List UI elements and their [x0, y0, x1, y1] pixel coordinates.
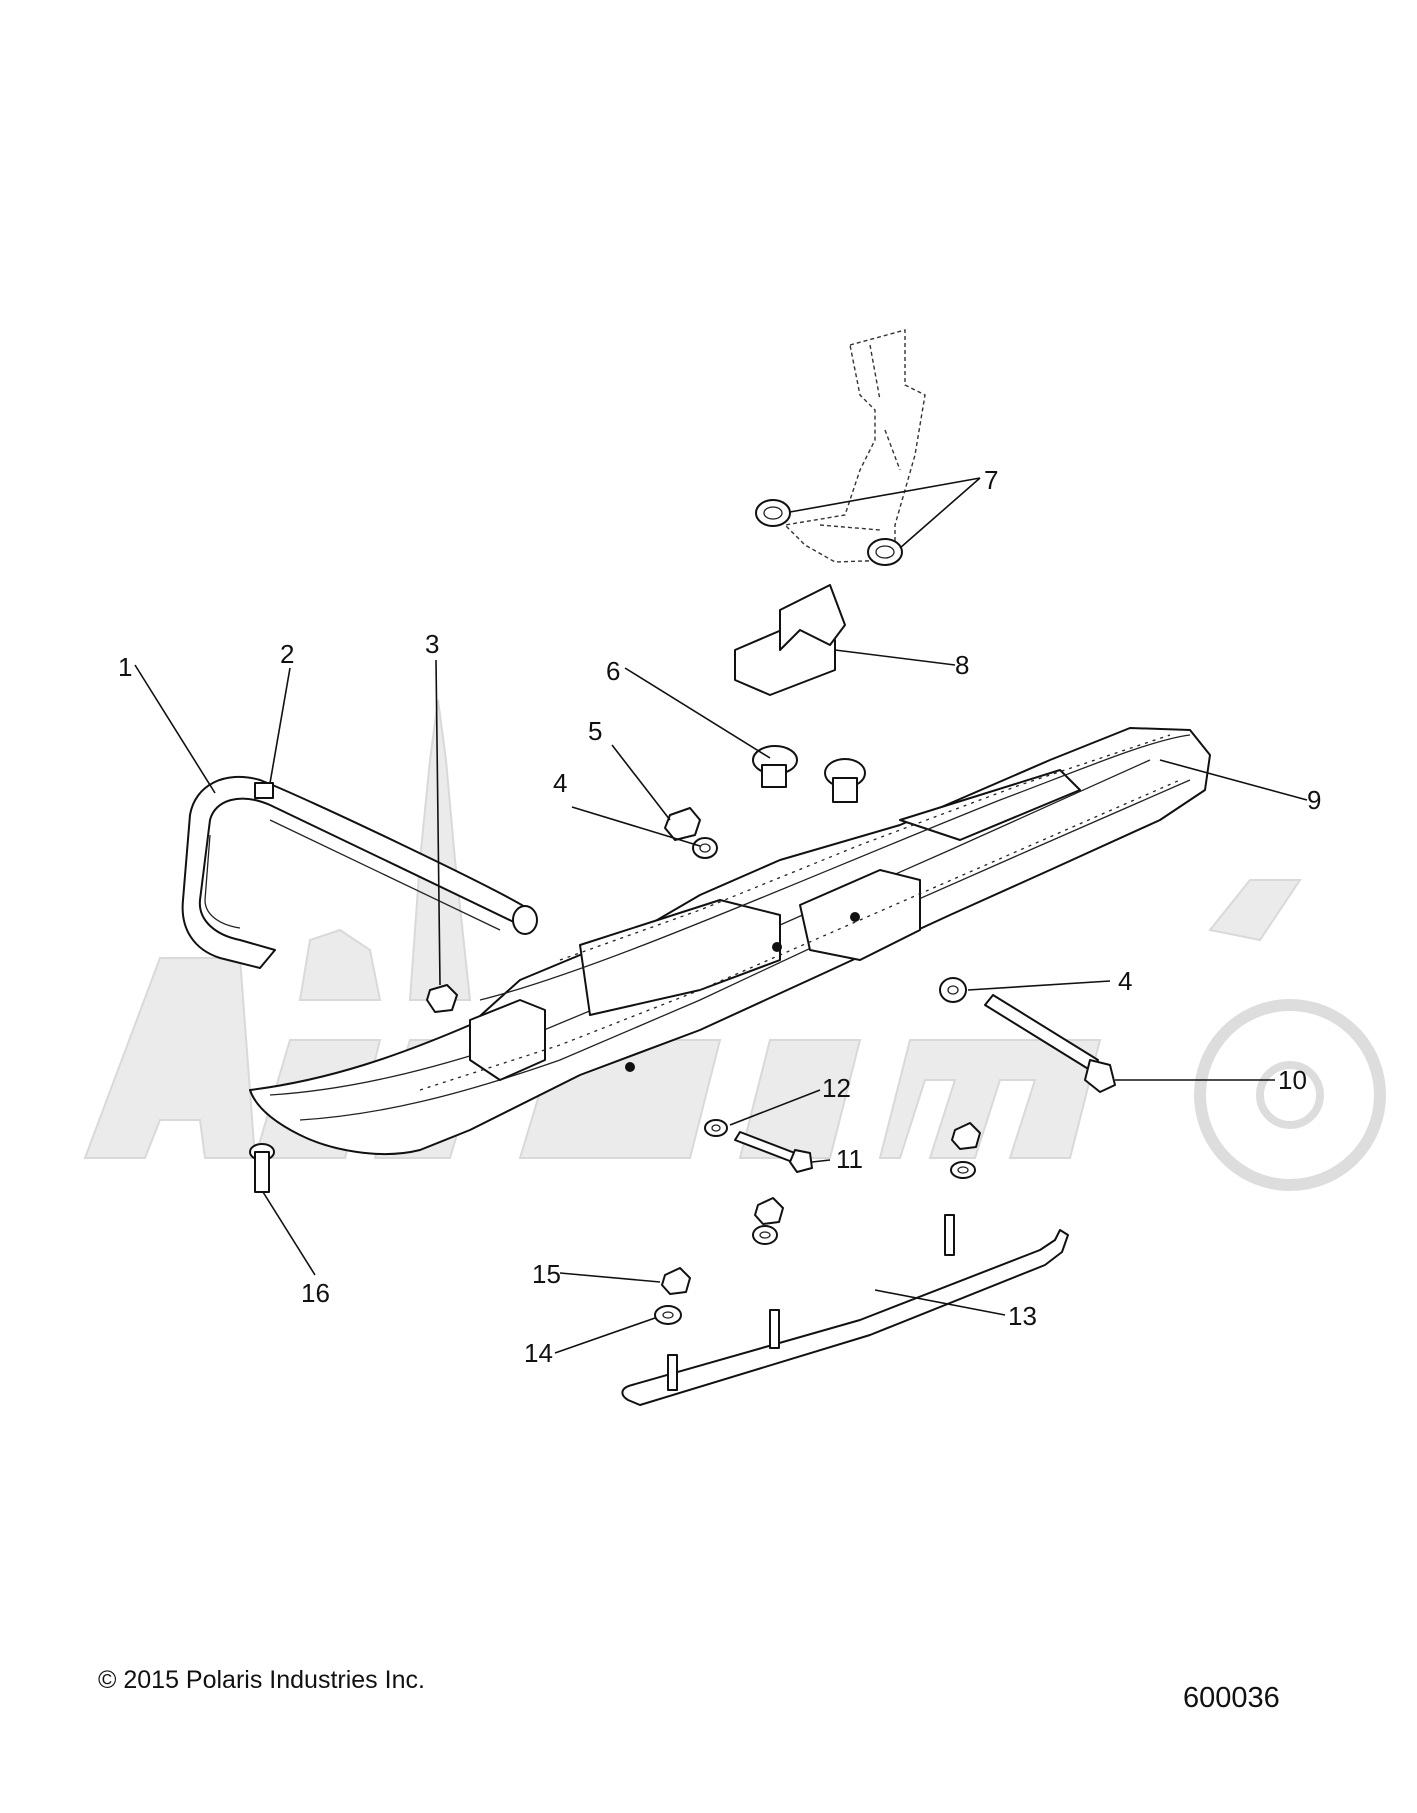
washer-12	[704, 1119, 728, 1137]
callout-14: 14	[524, 1338, 553, 1368]
callout-3: 3	[425, 629, 439, 659]
copyright-notice: © 2015 Polaris Industries Inc.	[98, 1666, 425, 1694]
rivet-16	[249, 1143, 275, 1193]
bushing-7-right	[867, 538, 903, 566]
pivot-bolt-10	[984, 994, 1116, 1093]
figure-number: 600036	[1183, 1682, 1280, 1714]
bushing-7-left	[755, 499, 791, 527]
washer-14	[654, 1161, 976, 1325]
nut-5	[664, 807, 701, 841]
ski-body-9	[249, 727, 1211, 1155]
callout-11: 11	[836, 1144, 863, 1174]
callout-9: 9	[1307, 785, 1321, 815]
nut-15	[661, 1122, 981, 1295]
callout-10: 10	[1278, 1065, 1307, 1095]
callout-16: 16	[301, 1278, 330, 1308]
callout-12: 12	[822, 1073, 851, 1103]
callout-13: 13	[1008, 1301, 1037, 1331]
callout-1: 1	[118, 652, 132, 682]
callout-labels: 1 2 3 4 4 5 6 7 8 9 10 11 12 13 14 15 16	[118, 465, 1321, 1368]
callout-4-lower: 4	[1118, 966, 1132, 996]
spindle-reference	[783, 329, 926, 563]
nut-3	[426, 984, 458, 1013]
callout-15: 15	[532, 1259, 561, 1289]
pivot-bushing-6	[752, 745, 866, 803]
carbide-bolt-11	[734, 1131, 813, 1173]
callout-2: 2	[280, 639, 294, 669]
callout-4-upper: 4	[553, 768, 567, 798]
callout-8: 8	[955, 650, 969, 680]
washer-4-upper	[692, 837, 718, 859]
carbide-runner-13	[621, 1214, 1069, 1406]
ski-handle-1	[181, 775, 538, 969]
callout-7: 7	[984, 465, 998, 495]
callout-5: 5	[588, 716, 602, 746]
callout-6: 6	[606, 656, 620, 686]
saddle-block-8	[734, 584, 846, 696]
leader-lines	[134, 477, 1308, 1354]
washer-4-lower	[939, 977, 967, 1003]
insert-2	[254, 782, 274, 799]
